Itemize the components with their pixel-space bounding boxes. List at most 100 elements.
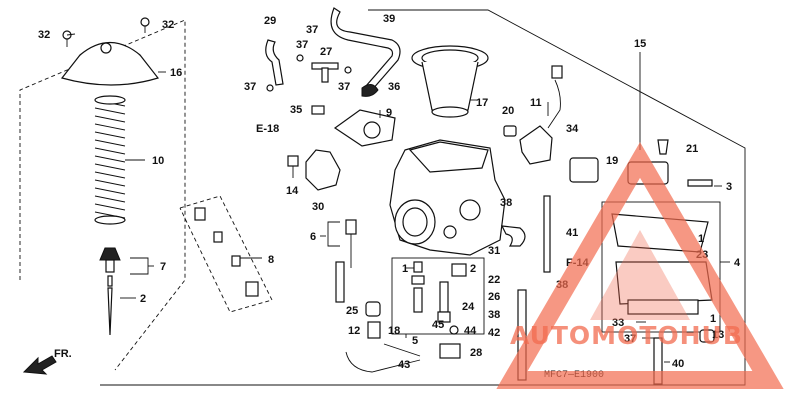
callout-1c: 1 [710,313,716,325]
callout-37d: 37 [338,81,350,93]
callout-38c: 38 [488,309,500,321]
callout-37b: 37 [296,39,308,51]
throttle-sensor-bracket [519,65,563,165]
watermark-inner-mark [590,230,690,320]
callout-15: 15 [634,38,646,50]
ref-e18: E-18 [256,123,279,135]
clip-28 [439,343,461,359]
callout-2b: 2 [470,263,476,275]
callout-43: 43 [398,359,410,371]
fitting-12 [367,321,381,339]
hex-plug [451,263,467,277]
slow-jet [411,261,425,313]
callout-41: 41 [566,227,578,239]
throttle-bracket [305,149,341,191]
callout-26: 26 [488,291,500,303]
watermark-triangle [496,142,784,389]
carburetor-body [389,139,506,256]
callout-19: 19 [606,155,618,167]
callout-25: 25 [346,305,358,317]
callout-45: 45 [432,319,444,331]
callout-21: 21 [686,143,698,155]
leader-lines [66,33,730,363]
callout-40: 40 [672,358,684,370]
jet-needle [107,275,113,336]
callout-33: 33 [612,317,624,329]
callout-34: 34 [566,123,579,135]
callout-28: 28 [470,347,482,359]
spring [94,95,126,225]
callout-1a: 1 [698,233,704,245]
callout-37e: 37 [624,333,636,345]
callout-36: 36 [388,81,400,93]
cable-43 [345,343,421,373]
callout-37c: 37 [244,81,256,93]
screw-32b [140,17,150,33]
callout-11: 11 [530,97,542,109]
callout-1b: 1 [402,263,408,275]
callout-5: 5 [412,335,418,347]
valve-13 [699,329,715,343]
jet-set-box-5 [391,257,485,335]
automotohub-watermark: AUTOMOTOHUB [496,142,784,389]
callout-27: 27 [320,46,332,58]
callout-8: 8 [268,254,274,266]
main-jet [437,281,451,323]
callout-35: 35 [290,104,302,116]
hose-31 [500,225,526,247]
callout-30: 30 [312,201,324,213]
callout-42: 42 [488,327,500,339]
accelerator-pump-cover [333,109,396,147]
carburetor-top-cover [60,42,160,86]
cap-20 [503,125,517,137]
front-direction-arrow: FR. [22,348,72,375]
drain-hose-41 [543,195,551,273]
stripe-3 [687,179,713,187]
callout-6: 6 [310,231,316,243]
carburetor-group-frame [19,19,186,371]
callout-7: 7 [160,261,166,273]
screw-35 [311,105,325,115]
air-funnel [411,45,489,118]
o-ring-44 [449,325,459,335]
callout-29: 29 [264,15,276,27]
watermark-text: AUTOMOTOHUB [510,321,743,350]
callout-4: 4 [734,257,741,269]
callout-39: 39 [383,13,395,25]
callout-17: 17 [476,97,488,109]
ref-fr: FR. [54,348,72,360]
callout-20: 20 [502,105,514,117]
callout-9: 9 [386,107,392,119]
callout-3: 3 [726,181,732,193]
clip-36 [361,84,379,97]
callout-32b: 32 [162,19,174,31]
screw-14 [287,155,299,178]
callout-12: 12 [348,325,360,337]
callout-22: 22 [488,274,500,286]
small-clips-37 [266,54,352,92]
callout-14: 14 [286,185,299,197]
callout-38a: 38 [500,197,512,209]
jet-box-8 [179,195,273,313]
jet-assembly-6 [335,219,357,303]
screw-32a [62,30,72,47]
cap-25 [365,301,381,317]
callout-31: 31 [488,245,500,257]
callout-32a: 32 [38,29,50,41]
jet-needle-holder [99,247,121,273]
callout-2a: 2 [140,293,146,305]
breather-hose-29 [265,39,284,86]
callout-10: 10 [152,155,164,167]
callout-37a: 37 [306,24,318,36]
t-fitting-27 [311,62,339,83]
bolt-21 [657,139,669,155]
callout-13: 13 [712,329,724,341]
jet-assembly-8 [194,207,259,297]
callout-16: 16 [170,67,182,79]
callout-18: 18 [388,325,400,337]
callout-24: 24 [462,301,475,313]
part-callouts: 32 32 16 10 7 2 8 29 37 37 27 39 37 37 3… [38,13,741,371]
callout-44: 44 [464,325,477,337]
